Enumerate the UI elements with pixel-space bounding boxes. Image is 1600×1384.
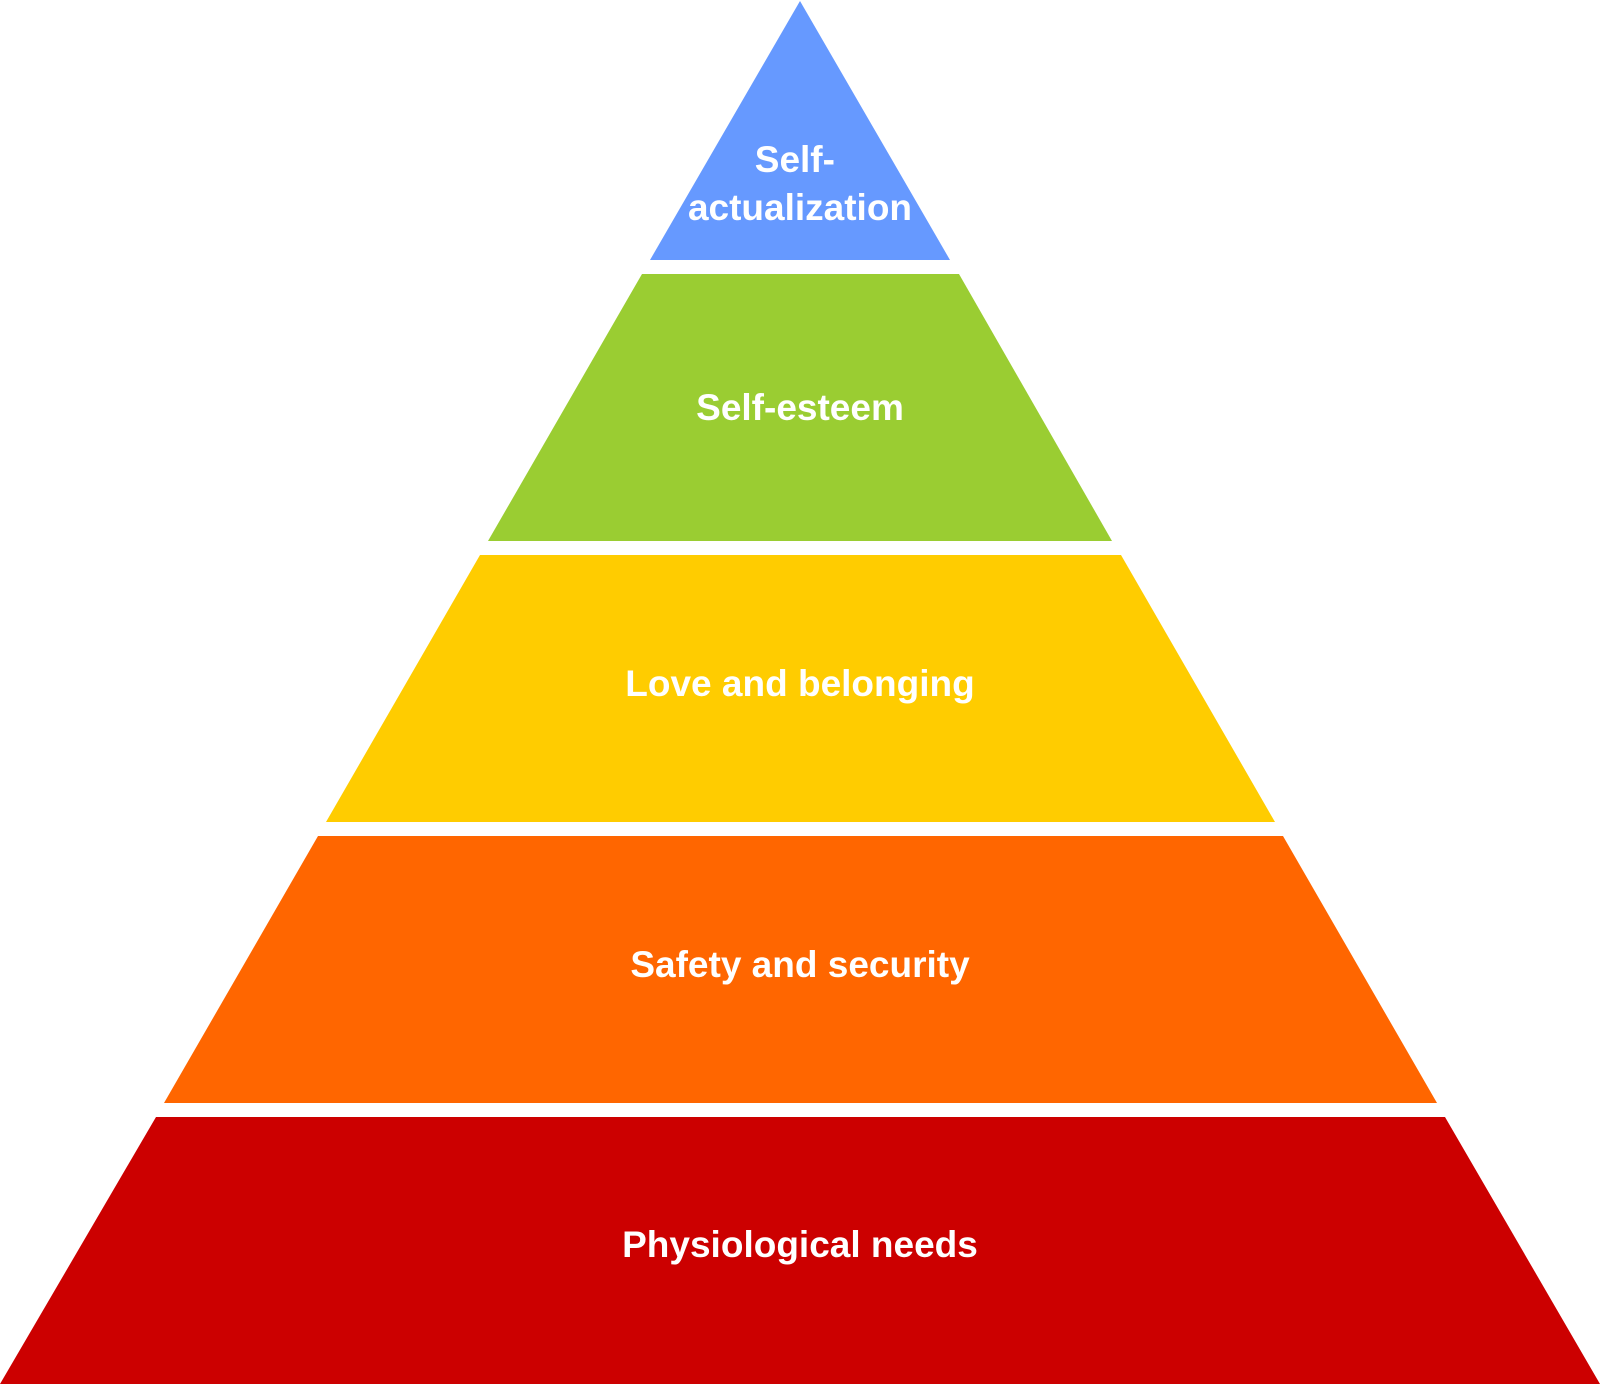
tier-self-esteem: Self-esteem bbox=[488, 274, 1112, 541]
tier-safety-and-security-shape bbox=[164, 836, 1437, 1103]
tier-physiological-needs-shape bbox=[0, 1117, 1600, 1384]
tier-love-and-belonging-shape bbox=[326, 555, 1275, 822]
tier-love-and-belonging-label: Love and belonging bbox=[625, 663, 974, 704]
tier-safety-and-security: Safety and security bbox=[164, 836, 1437, 1103]
tier-safety-and-security-label: Safety and security bbox=[630, 944, 970, 985]
tier-physiological-needs: Physiological needs bbox=[0, 1117, 1600, 1384]
tier-self-esteem-shape bbox=[488, 274, 1112, 541]
tier-love-and-belonging: Love and belonging bbox=[326, 555, 1275, 822]
tier-self-actualization-label-line-2: actualization bbox=[688, 187, 912, 228]
tier-self-actualization: Self- actualization bbox=[650, 1, 950, 260]
tier-physiological-needs-label: Physiological needs bbox=[622, 1224, 978, 1265]
tier-self-actualization-shape bbox=[650, 1, 950, 260]
tier-self-actualization-label-line-1: Self- bbox=[755, 139, 835, 180]
tier-self-esteem-label: Self-esteem bbox=[696, 387, 904, 428]
tier-self-actualization-label: Self- actualization bbox=[688, 139, 912, 228]
